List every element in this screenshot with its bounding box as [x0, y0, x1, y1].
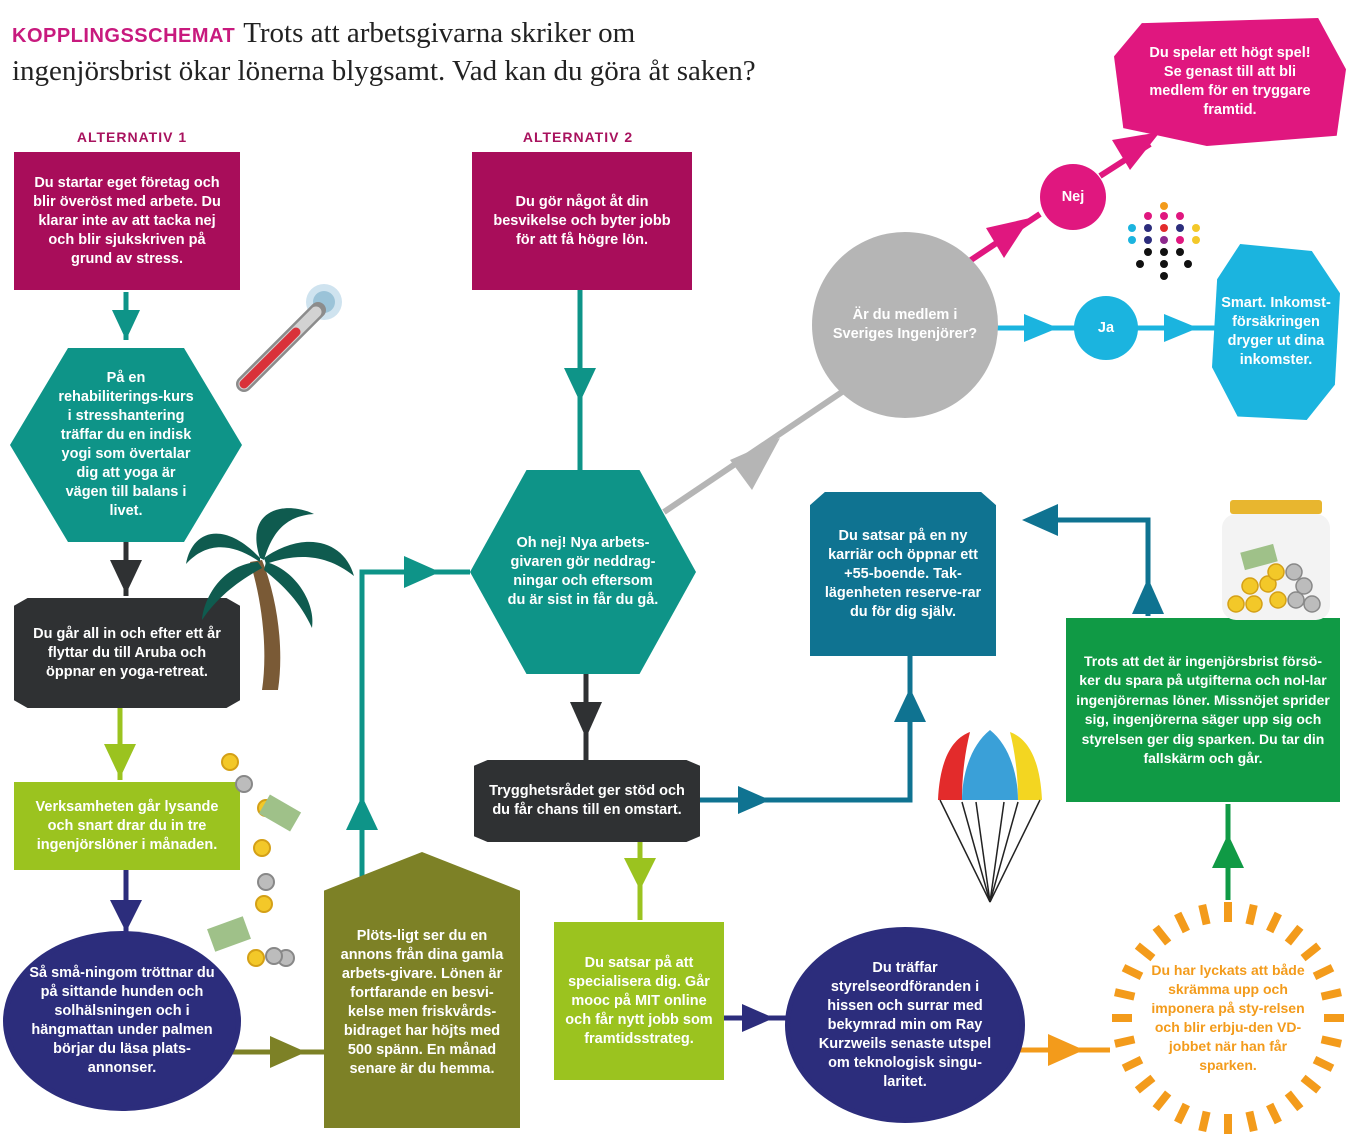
sun-ray — [1320, 1035, 1342, 1048]
thermometer-icon — [236, 284, 342, 392]
mooc-text: Du satsar på att specialisera dig. Går m… — [565, 954, 713, 1047]
answer-yes-circle: Ja — [1074, 296, 1138, 360]
smart-answer-text: Smart. Inkomst-försäkringen dryger ut di… — [1221, 295, 1331, 368]
elevator-cloud: Du träffar styrelseordföranden i hissen … — [790, 932, 1020, 1118]
smart-answer-polygon: Smart. Inkomst-försäkringen dryger ut di… — [1212, 244, 1340, 420]
sun-ray — [1114, 988, 1136, 1001]
tired-of-yoga-text: Så små-ningom tröttnar du på sittande hu… — [29, 965, 215, 1076]
answer-yes-text: Ja — [1097, 319, 1115, 336]
coins-icon — [207, 753, 302, 967]
start-own-company-text: Du startar eget företag och blir överöst… — [33, 174, 221, 267]
job-ad-text: Plöts-ligt ser du en annons från dina ga… — [340, 928, 504, 1077]
membership-question-text: Är du medlem i Sveriges Ingenjörer? — [832, 307, 978, 342]
sun-ray — [1134, 942, 1156, 962]
alternative-2-label: ALTERNATIV 2 — [522, 129, 634, 145]
sunburst-icon — [1112, 902, 1344, 1134]
aruba-retreat-text: Du går all in och efter ett år flyttar d… — [33, 625, 221, 680]
membership-question-circle: Är du medlem i Sveriges Ingenjörer? — [812, 232, 998, 418]
sun-ray — [1245, 904, 1258, 926]
parachute-icon — [938, 730, 1042, 903]
sun-ray — [1152, 924, 1172, 946]
rehab-course-hexagon: På en rehabiliterings-kurs i stresshante… — [10, 348, 242, 542]
sun-ray — [1312, 964, 1335, 980]
sun-ray — [1198, 1110, 1211, 1132]
risky-game-text: Du spelar ett högt spel! Se genast till … — [1149, 45, 1311, 118]
sun-ray — [1284, 1090, 1304, 1112]
layoff-text: Oh nej! Nya arbets-givaren gör neddrag-n… — [507, 535, 659, 608]
mooc-box: Du satsar på att specialisera dig. Går m… — [554, 922, 724, 1080]
sun-ray — [1245, 1110, 1258, 1132]
answer-no-text: Nej — [1061, 188, 1085, 205]
ceo-offer-sun: Du har lyckats att både skrämma upp och … — [1140, 930, 1316, 1106]
title-kicker: KOPPLINGSSCHEMAT — [12, 25, 236, 47]
ceo-offer-text: Du har lyckats att både skrämma upp och … — [1151, 962, 1305, 1073]
elevator-text: Du träffar styrelseordföranden i hissen … — [818, 959, 992, 1090]
sun-ray — [1121, 964, 1144, 980]
job-ad-house-box: Plöts-ligt ser du en annons från dina ga… — [324, 852, 520, 1128]
change-job-box: Du gör något åt din besvikelse och byter… — [472, 152, 692, 290]
new-career-text: Du satsar på en ny karriär och öppnar et… — [824, 527, 982, 620]
sun-ray — [1174, 911, 1190, 934]
dots-logo-icon — [1128, 202, 1200, 280]
title-text: Trots att arbetsgivarna skriker om ingen… — [12, 17, 756, 87]
change-job-text: Du gör något åt din besvikelse och byter… — [493, 193, 671, 248]
palm-tree-icon — [186, 508, 354, 690]
sun-ray — [1134, 1074, 1156, 1094]
sun-ray — [1300, 942, 1322, 962]
sun-ray — [1198, 904, 1211, 926]
rehab-course-text: På en rehabiliterings-kurs i stresshante… — [58, 370, 194, 519]
trygghetsradet-text: Trygghetsrådet ger stöd och du får chans… — [489, 783, 685, 818]
coin-jar-icon — [1222, 500, 1330, 620]
sun-ray — [1266, 911, 1282, 934]
ceo-fired-box: Trots att det är ingenjörsbrist försö-ke… — [1066, 618, 1340, 802]
sun-ray — [1152, 1090, 1172, 1112]
sun-ray — [1266, 1102, 1282, 1125]
answer-no-circle: Nej — [1040, 164, 1106, 230]
alternative-1-label: ALTERNATIV 1 — [76, 129, 188, 145]
trygghetsradet-box: Trygghetsrådet ger stöd och du får chans… — [474, 760, 700, 842]
sun-ray — [1174, 1102, 1190, 1125]
sun-ray — [1284, 924, 1304, 946]
sun-ray — [1300, 1074, 1322, 1094]
sun-ray — [1320, 988, 1342, 1001]
sun-ray — [1121, 1056, 1144, 1072]
business-success-text: Verksamheten går lysande och snart drar … — [35, 798, 219, 853]
new-career-box: Du satsar på en ny karriär och öppnar et… — [810, 492, 996, 656]
ceo-fired-text: Trots att det är ingenjörsbrist försö-ke… — [1076, 652, 1330, 767]
sun-ray — [1114, 1035, 1136, 1048]
sun-ray — [1312, 1056, 1335, 1072]
start-own-company-box: Du startar eget företag och blir överöst… — [14, 152, 240, 290]
aruba-retreat-box: Du går all in och efter ett år flyttar d… — [14, 598, 240, 708]
tired-of-yoga-cloud: Så små-ningom tröttnar du på sittande hu… — [8, 936, 236, 1106]
business-success-box: Verksamheten går lysande och snart drar … — [14, 782, 240, 870]
risky-game-polygon: Du spelar ett högt spel! Se genast till … — [1114, 18, 1346, 146]
